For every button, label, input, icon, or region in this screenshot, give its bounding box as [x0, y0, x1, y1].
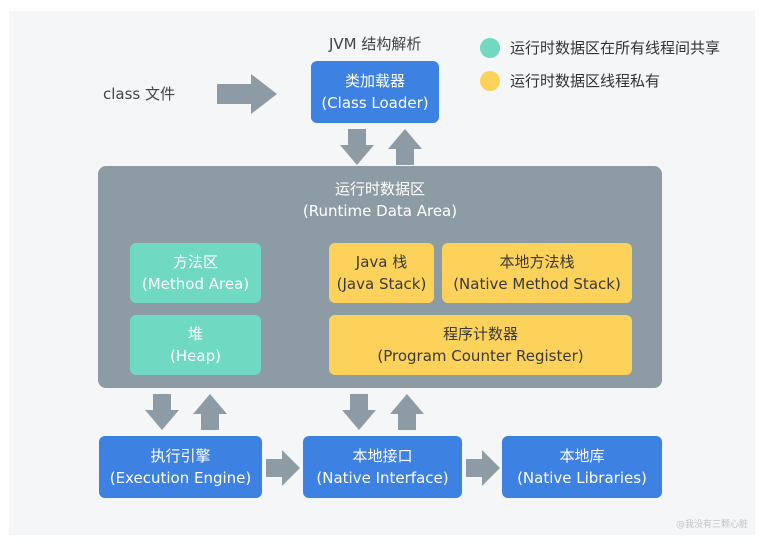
runtime-area-zh: 运行时数据区 [334, 180, 425, 198]
native-interface-en: (Native Interface) [316, 469, 449, 487]
watermark: @我没有三颗心脏 [676, 520, 749, 530]
program-counter-zh: 程序计数器 [442, 325, 518, 343]
class-file-label: class 文件 [103, 85, 176, 103]
arrow-down-icon [342, 394, 376, 430]
execution-engine-box: 执行引擎 (Execution Engine) [99, 436, 262, 498]
native-libraries-en: (Native Libraries) [517, 469, 647, 487]
legend-private-dot [480, 71, 500, 91]
arrow-right-icon [266, 450, 300, 486]
java-stack-zh: Java 栈 [355, 253, 408, 271]
arrow-right-icon [217, 74, 277, 114]
arrow-right-icon [466, 450, 500, 486]
legend-shared-dot [480, 38, 500, 58]
arrow-up-icon [390, 394, 424, 430]
legend-private-label: 运行时数据区线程私有 [510, 72, 661, 90]
program-counter-en: (Program Counter Register) [377, 347, 584, 365]
native-method-stack-box: 本地方法栈 (Native Method Stack) [442, 243, 632, 303]
heap-en: (Heap) [170, 347, 221, 365]
execution-engine-zh: 执行引擎 [150, 447, 211, 465]
java-stack-box: Java 栈 (Java Stack) [329, 243, 434, 303]
heap-box: 堆 (Heap) [130, 315, 261, 375]
diagram-title: JVM 结构解析 [329, 35, 422, 53]
class-loader-box: 类加载器 (Class Loader) [311, 61, 439, 123]
runtime-area-en: (Runtime Data Area) [302, 202, 458, 220]
arrow-up-icon [388, 129, 422, 165]
heap-zh: 堆 [187, 325, 203, 343]
native-libraries-zh: 本地库 [559, 447, 605, 465]
native-method-stack-en: (Native Method Stack) [453, 275, 621, 293]
method-area-box: 方法区 (Method Area) [130, 243, 261, 303]
class-loader-zh: 类加载器 [344, 72, 405, 90]
arrow-down-icon [145, 394, 179, 430]
java-stack-en: (Java Stack) [336, 275, 427, 293]
arrow-down-icon [340, 129, 374, 165]
legend-shared-label: 运行时数据区在所有线程间共享 [510, 39, 721, 57]
native-libraries-box: 本地库 (Native Libraries) [502, 436, 662, 498]
method-area-zh: 方法区 [172, 253, 218, 271]
execution-engine-en: (Execution Engine) [109, 469, 252, 487]
native-interface-zh: 本地接口 [352, 447, 413, 465]
class-loader-en: (Class Loader) [321, 94, 429, 112]
method-area-en: (Method Area) [141, 275, 250, 293]
arrow-up-icon [193, 394, 227, 430]
native-method-stack-zh: 本地方法栈 [499, 253, 575, 271]
program-counter-box: 程序计数器 (Program Counter Register) [329, 315, 632, 375]
native-interface-box: 本地接口 (Native Interface) [303, 436, 462, 498]
